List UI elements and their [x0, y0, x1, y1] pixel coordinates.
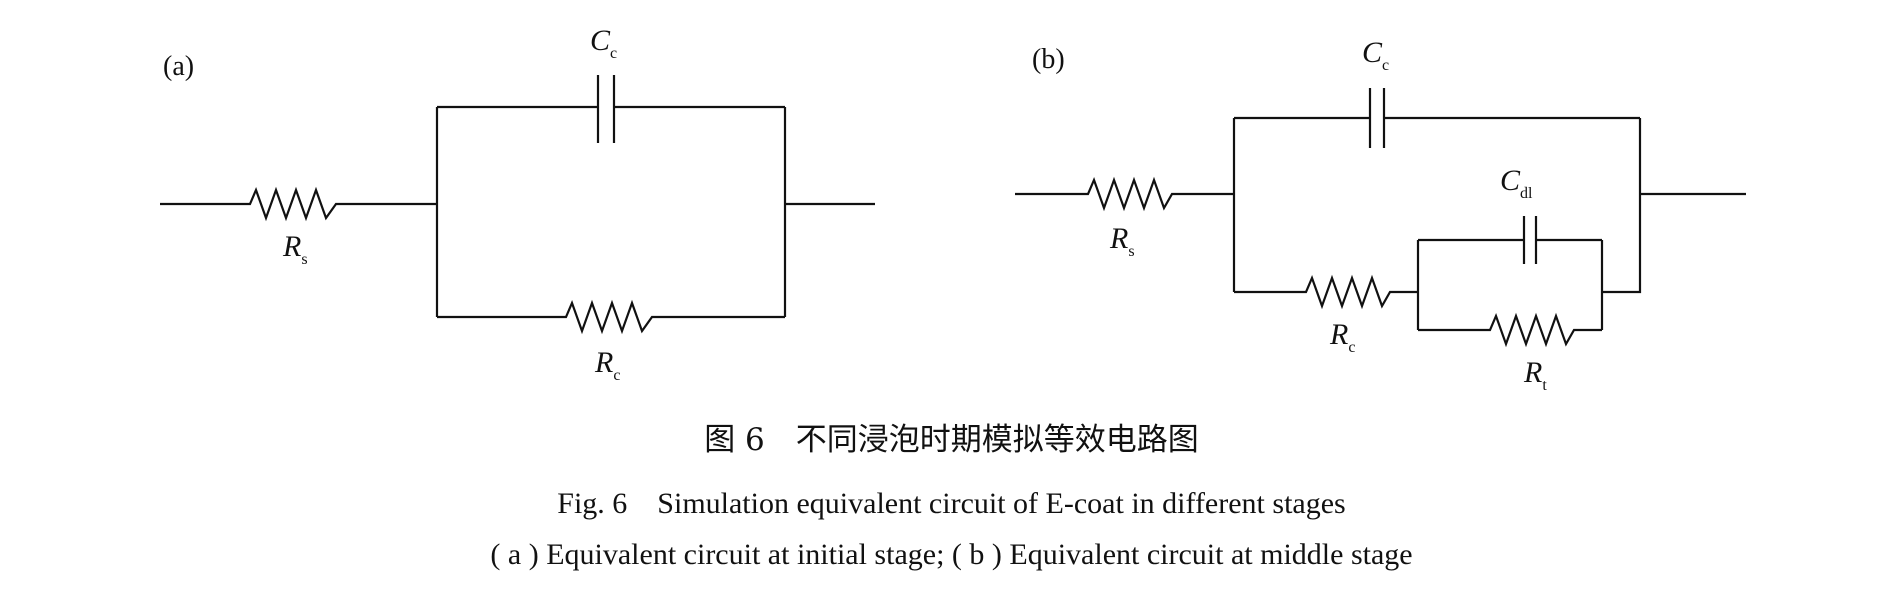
panel-a-circuit: (a) Cc Rs Rc: [160, 24, 875, 384]
panel-b-right-bus: [1602, 118, 1746, 294]
panel-a-cc-label: Cc: [590, 24, 617, 62]
panel-b-circuit: (b) Cc Cdl Rs Rc Rt: [1015, 36, 1746, 394]
panel-a-rc-label: Rc: [594, 346, 620, 384]
panel-b-rs-label: Rs: [1109, 222, 1135, 260]
panel-b-cdl-capacitor: [1418, 216, 1602, 264]
panel-b-cc-capacitor: [1234, 88, 1640, 148]
panel-a-rs-label: Rs: [282, 230, 308, 268]
panel-a-rc-resistor: [437, 299, 785, 335]
panel-b-rc-label: Rc: [1329, 318, 1355, 356]
panel-b-cdl-label: Cdl: [1500, 164, 1533, 202]
panel-b-rt-label: Rt: [1523, 356, 1547, 394]
figure-subcaption: ( a ) Equivalent circuit at initial stag…: [490, 538, 1413, 571]
figure-caption-english: Fig. 6 Simulation equivalent circuit of …: [557, 487, 1346, 520]
panel-b-rc-resistor: [1234, 274, 1418, 310]
panel-a-label: (a): [163, 51, 194, 82]
figure-caption-chinese: 图 6 不同浸泡时期模拟等效电路图: [704, 422, 1199, 458]
panel-b-rt-resistor: [1418, 312, 1602, 348]
panel-b-cc-label: Cc: [1362, 36, 1389, 74]
panel-a-right-bus: [783, 107, 875, 317]
panel-a-cc-capacitor: [437, 75, 785, 143]
panel-b-label: (b): [1032, 44, 1065, 75]
panel-b-rs-resistor: [1015, 176, 1234, 212]
panel-b-inner-bus: [1416, 240, 1604, 330]
panel-a-rs-resistor: [160, 186, 437, 222]
